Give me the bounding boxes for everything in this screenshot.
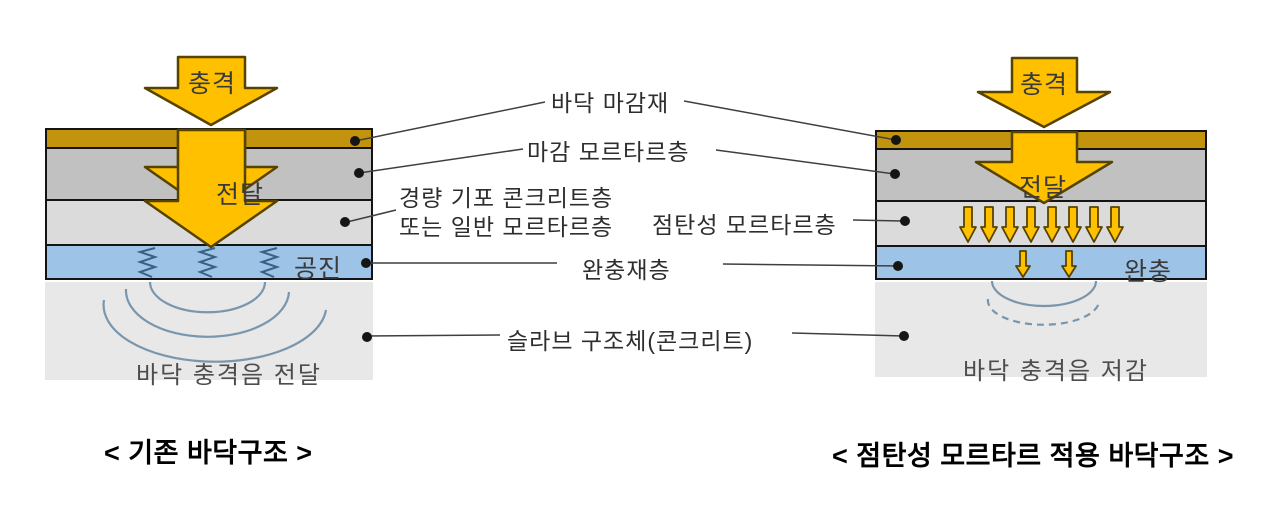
left-transfer-label: 전달 bbox=[216, 181, 265, 209]
label-cushion-layer: 완충재층 bbox=[582, 257, 671, 283]
left-finish-mortar-layer bbox=[47, 149, 371, 201]
left-impact-label: 충격 bbox=[188, 70, 237, 98]
left-floor-finish-layer bbox=[47, 130, 371, 149]
label-lightweight-concrete: 경량 기포 콘크리트층 또는 일반 모르타르층 bbox=[399, 184, 613, 242]
label-viscoelastic-mortar: 점탄성 모르타르층 bbox=[652, 212, 837, 238]
label-finish-mortar: 마감 모르타르층 bbox=[527, 139, 690, 165]
label-slab-structure: 슬라브 구조체(콘크리트) bbox=[507, 328, 754, 354]
left-lightweight-concrete-layer bbox=[47, 201, 371, 246]
right-buffer-label: 완충 bbox=[1124, 258, 1173, 286]
left-caption: < 기존 바닥구조 > bbox=[104, 438, 313, 468]
right-transfer-label: 전달 bbox=[1019, 174, 1068, 202]
left-resonance-label: 공진 bbox=[294, 255, 343, 283]
right-slab-note: 바닥 충격음 저감 bbox=[963, 358, 1149, 385]
right-viscoelastic-mortar-layer bbox=[877, 202, 1205, 247]
right-impact-label: 충격 bbox=[1020, 71, 1069, 99]
label-floor-finish: 바닥 마감재 bbox=[551, 90, 670, 116]
right-floor-finish-layer bbox=[877, 132, 1205, 150]
label-lightweight-concrete-line1: 경량 기포 콘크리트층 bbox=[399, 185, 614, 211]
right-caption: < 점탄성 모르타르 적용 바닥구조 > bbox=[832, 441, 1234, 471]
right-cushion-layer bbox=[877, 247, 1205, 278]
left-slab-note: 바닥 충격음 전달 bbox=[136, 362, 322, 389]
label-lightweight-concrete-line2: 또는 일반 모르타르층 bbox=[399, 214, 614, 240]
